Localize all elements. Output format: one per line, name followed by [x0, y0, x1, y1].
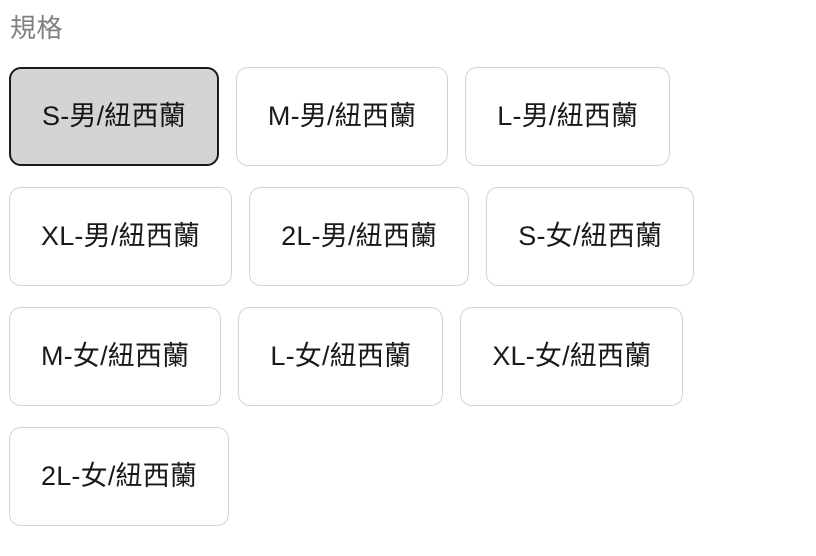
spec-option-label: L-男/紐西蘭 [497, 101, 639, 131]
spec-option-label: 2L-男/紐西蘭 [281, 221, 438, 251]
spec-option-chip[interactable]: XL-男/紐西蘭 [9, 187, 233, 286]
spec-option-chip[interactable]: L-男/紐西蘭 [465, 67, 671, 166]
spec-option-label: M-女/紐西蘭 [41, 341, 190, 371]
spec-option-chip[interactable]: M-女/紐西蘭 [9, 307, 222, 406]
page-title: 規格 [10, 13, 64, 43]
spec-option-chip[interactable]: XL-女/紐西蘭 [460, 307, 684, 406]
spec-option-label: S-女/紐西蘭 [518, 221, 663, 251]
spec-option-chip[interactable]: S-男/紐西蘭 [9, 67, 219, 166]
spec-option-chip[interactable]: S-女/紐西蘭 [486, 187, 695, 286]
spec-option-label: XL-男/紐西蘭 [41, 221, 201, 251]
spec-option-chip[interactable]: M-男/紐西蘭 [235, 67, 449, 166]
spec-option-label: M-男/紐西蘭 [267, 101, 417, 131]
spec-option-chip[interactable]: 2L-男/紐西蘭 [249, 187, 470, 286]
spec-option-chip[interactable]: L-女/紐西蘭 [238, 307, 444, 406]
spec-option-label: S-男/紐西蘭 [42, 101, 186, 131]
spec-option-chip[interactable]: 2L-女/紐西蘭 [9, 427, 230, 526]
spec-option-label: 2L-女/紐西蘭 [41, 461, 198, 491]
spec-option-group: S-男/紐西蘭 M-男/紐西蘭 L-男/紐西蘭 XL-男/紐西蘭 2L-男/紐西蘭 S-女… [9, 67, 799, 526]
spec-option-label: L-女/紐西蘭 [270, 341, 412, 371]
spec-option-label: XL-女/紐西蘭 [492, 341, 652, 371]
